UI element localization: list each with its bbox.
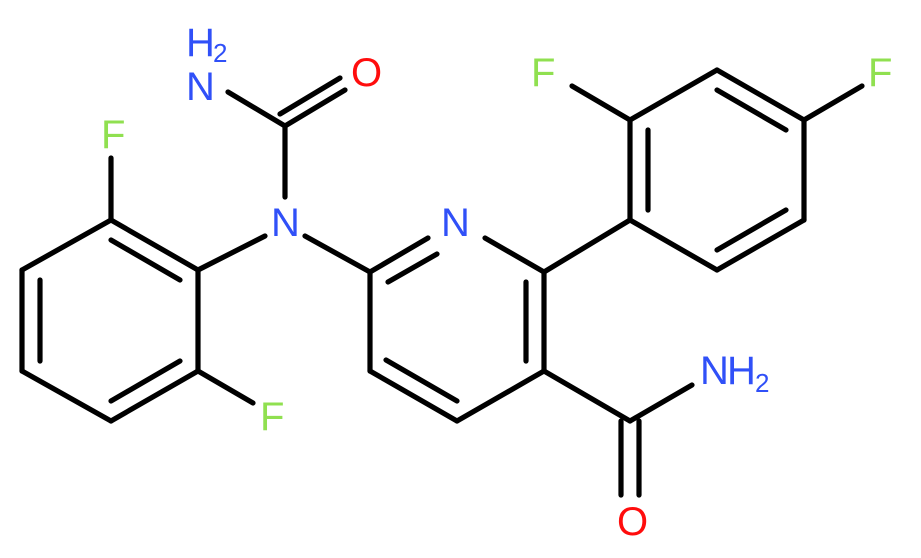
bond xyxy=(569,83,633,123)
bond xyxy=(19,217,114,273)
bond xyxy=(108,237,183,283)
atom-label-fluorine-right-para: F xyxy=(868,51,892,95)
atom-label-fluorine-left-bottom: F xyxy=(260,395,284,439)
bonds xyxy=(19,67,865,498)
bond xyxy=(225,89,288,129)
bond xyxy=(627,67,720,123)
bond xyxy=(108,358,183,404)
bond xyxy=(282,87,348,129)
bond xyxy=(108,217,201,273)
bond xyxy=(482,235,547,275)
bond xyxy=(383,357,460,404)
bond xyxy=(302,233,373,275)
atom-label-nitrogen-pyridine: N xyxy=(441,201,470,245)
atom-label-fluorine-right-ortho: F xyxy=(531,51,555,95)
atom-label-nh2-top-sub: 2 xyxy=(213,38,227,68)
bond xyxy=(714,67,807,123)
bond xyxy=(541,368,633,424)
bond xyxy=(714,87,789,133)
bond xyxy=(714,217,807,273)
bond xyxy=(108,368,201,424)
bond xyxy=(195,368,256,406)
atom-label-oxygen-top: O xyxy=(351,51,382,95)
atom-label-nh2-right-n: N xyxy=(700,349,729,393)
bond xyxy=(801,83,865,123)
bond xyxy=(385,251,440,285)
atom-label-nitrogen-central: N xyxy=(271,201,300,245)
atom-label-nh2-right-h: H xyxy=(727,349,756,393)
atom-label-oxygen-bottom: O xyxy=(617,500,648,544)
bond xyxy=(714,207,789,253)
bond xyxy=(277,75,343,117)
atom-label-nh2-right-sub: 2 xyxy=(755,368,769,398)
atom-label-nh2-top-h: H xyxy=(186,21,215,65)
bond xyxy=(454,368,547,424)
bond xyxy=(627,382,695,424)
bond xyxy=(19,368,114,424)
bond xyxy=(367,368,460,424)
atom-label-nh2-top-n: N xyxy=(186,65,215,109)
bond xyxy=(541,217,633,275)
bond xyxy=(195,233,268,273)
atom-labels: H 2 N O N N F F F F N H 2 O xyxy=(101,21,892,544)
bond xyxy=(367,235,431,275)
atom-label-fluorine-left-top: F xyxy=(101,113,125,157)
bond xyxy=(627,217,720,273)
